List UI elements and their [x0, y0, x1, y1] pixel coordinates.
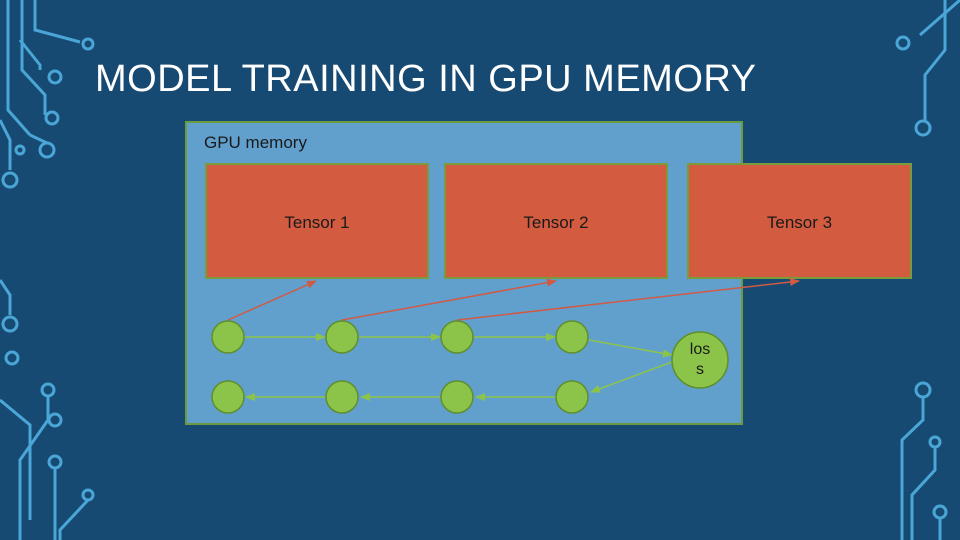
tensor-3-label: Tensor 3 — [766, 213, 833, 232]
forward-node-2 — [325, 320, 359, 354]
tensor-1-ref-arrow — [227, 280, 317, 321]
to-loss-arrow — [588, 339, 673, 358]
loss-node — [671, 331, 729, 389]
forward-node-3 — [440, 320, 474, 354]
tensor-1-label: Tensor 1 — [284, 213, 350, 232]
loss-label-line-2: s — [696, 361, 704, 378]
loss-label-line-1: los — [689, 341, 711, 358]
tensor-3-ref-arrow — [456, 278, 800, 321]
gpu-memory-label: GPU memory — [204, 133, 307, 152]
backward-node-3 — [440, 380, 474, 414]
loss-label: los s — [672, 340, 728, 380]
tensor-1-box: Tensor 1 — [205, 163, 429, 279]
from-loss-arrow — [590, 361, 673, 393]
tensor-2-box: Tensor 2 — [444, 163, 668, 279]
forward-node-1 — [211, 320, 245, 354]
backward-node-1 — [211, 380, 245, 414]
backward-node-2 — [325, 380, 359, 414]
tensor-3-box: Tensor 3 — [687, 163, 912, 279]
slide-title: MODEL TRAINING IN GPU MEMORY — [95, 58, 757, 100]
backward-node-4 — [555, 380, 589, 414]
forward-node-4 — [555, 320, 589, 354]
tensor-2-label: Tensor 2 — [523, 213, 589, 232]
tensor-2-ref-arrow — [341, 278, 557, 321]
